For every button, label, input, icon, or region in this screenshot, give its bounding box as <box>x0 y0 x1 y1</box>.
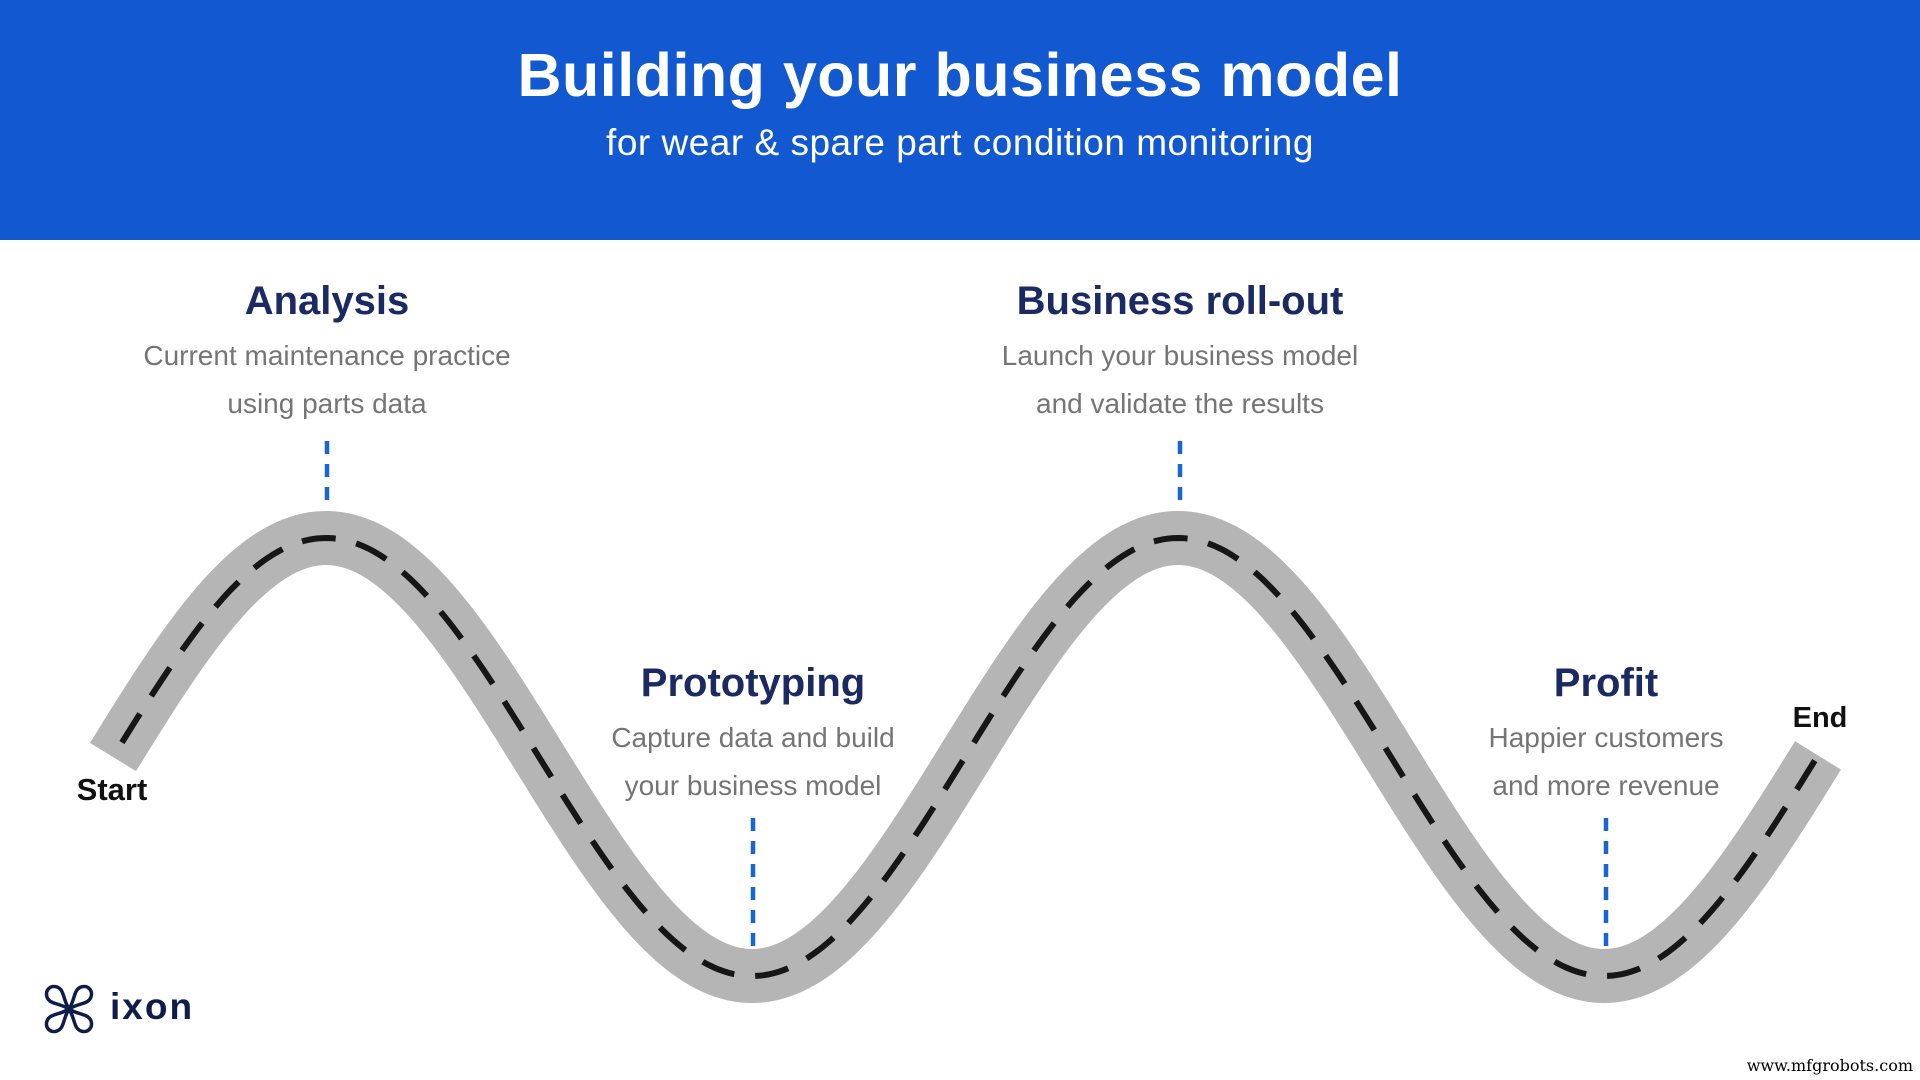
road-centerline <box>110 534 1821 980</box>
stage-business-roll-out: Business roll-out Launch your business m… <box>1002 278 1358 428</box>
stage-description: Happier customers and more revenue <box>1489 714 1724 810</box>
end-label: End <box>1792 702 1848 734</box>
stage-prototyping: Prototyping Capture data and build your … <box>611 660 894 810</box>
stage-title: Prototyping <box>640 661 866 705</box>
stage-description-line: and more revenue <box>1492 770 1720 801</box>
stage-description: Current maintenance practice using parts… <box>143 332 510 428</box>
stage-description-line: your business model <box>624 770 882 801</box>
ixon-knot-icon <box>44 984 94 1034</box>
page-title: Building your business model <box>517 41 1403 109</box>
stage-description-line: Current maintenance practice <box>143 340 511 371</box>
stage-description-line: Happier customers <box>1488 722 1724 753</box>
stage-description-line: Capture data and build <box>611 722 895 753</box>
stage-description-line: using parts data <box>227 388 427 419</box>
stage-title: Analysis <box>244 279 410 323</box>
stage-title: Business roll-out <box>1016 279 1344 323</box>
watermark-url: www.mfgrobots.com <box>1746 1056 1913 1075</box>
start-label: Start <box>76 772 148 807</box>
stage-description: Capture data and build your business mod… <box>611 714 894 810</box>
stage-title: Profit <box>1553 661 1659 705</box>
header-banner: Building your business model for wear & … <box>0 0 1920 240</box>
stage-description: Launch your business model and validate … <box>1002 332 1358 428</box>
stage-profit: Profit Happier customers and more revenu… <box>1489 660 1724 810</box>
stage-description-line: and validate the results <box>1036 388 1324 419</box>
stage-description-line: Launch your business model <box>1001 340 1359 371</box>
ixon-wordmark: ixon <box>110 985 195 1027</box>
ixon-logo: ixon <box>42 982 194 1036</box>
stage-analysis: Analysis Current maintenance practice us… <box>143 278 510 428</box>
page-subtitle: for wear & spare part condition monitori… <box>606 122 1314 163</box>
